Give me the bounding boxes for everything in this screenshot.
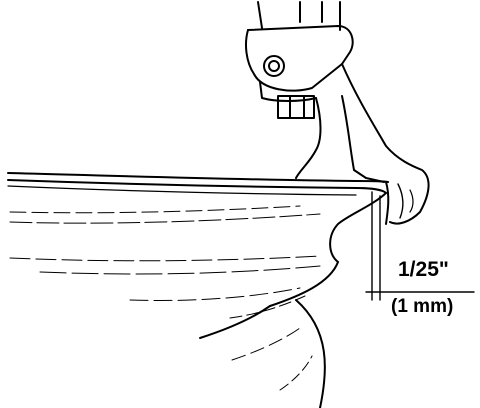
rim-body — [9, 192, 387, 408]
rim-flange — [7, 172, 389, 196]
gap-dimension-lines — [365, 191, 475, 301]
gap-measurement-metric: (1 mm) — [391, 296, 454, 317]
gap-measurement-imperial: 1/25" — [398, 258, 449, 281]
gauge-arm — [245, 1, 430, 225]
